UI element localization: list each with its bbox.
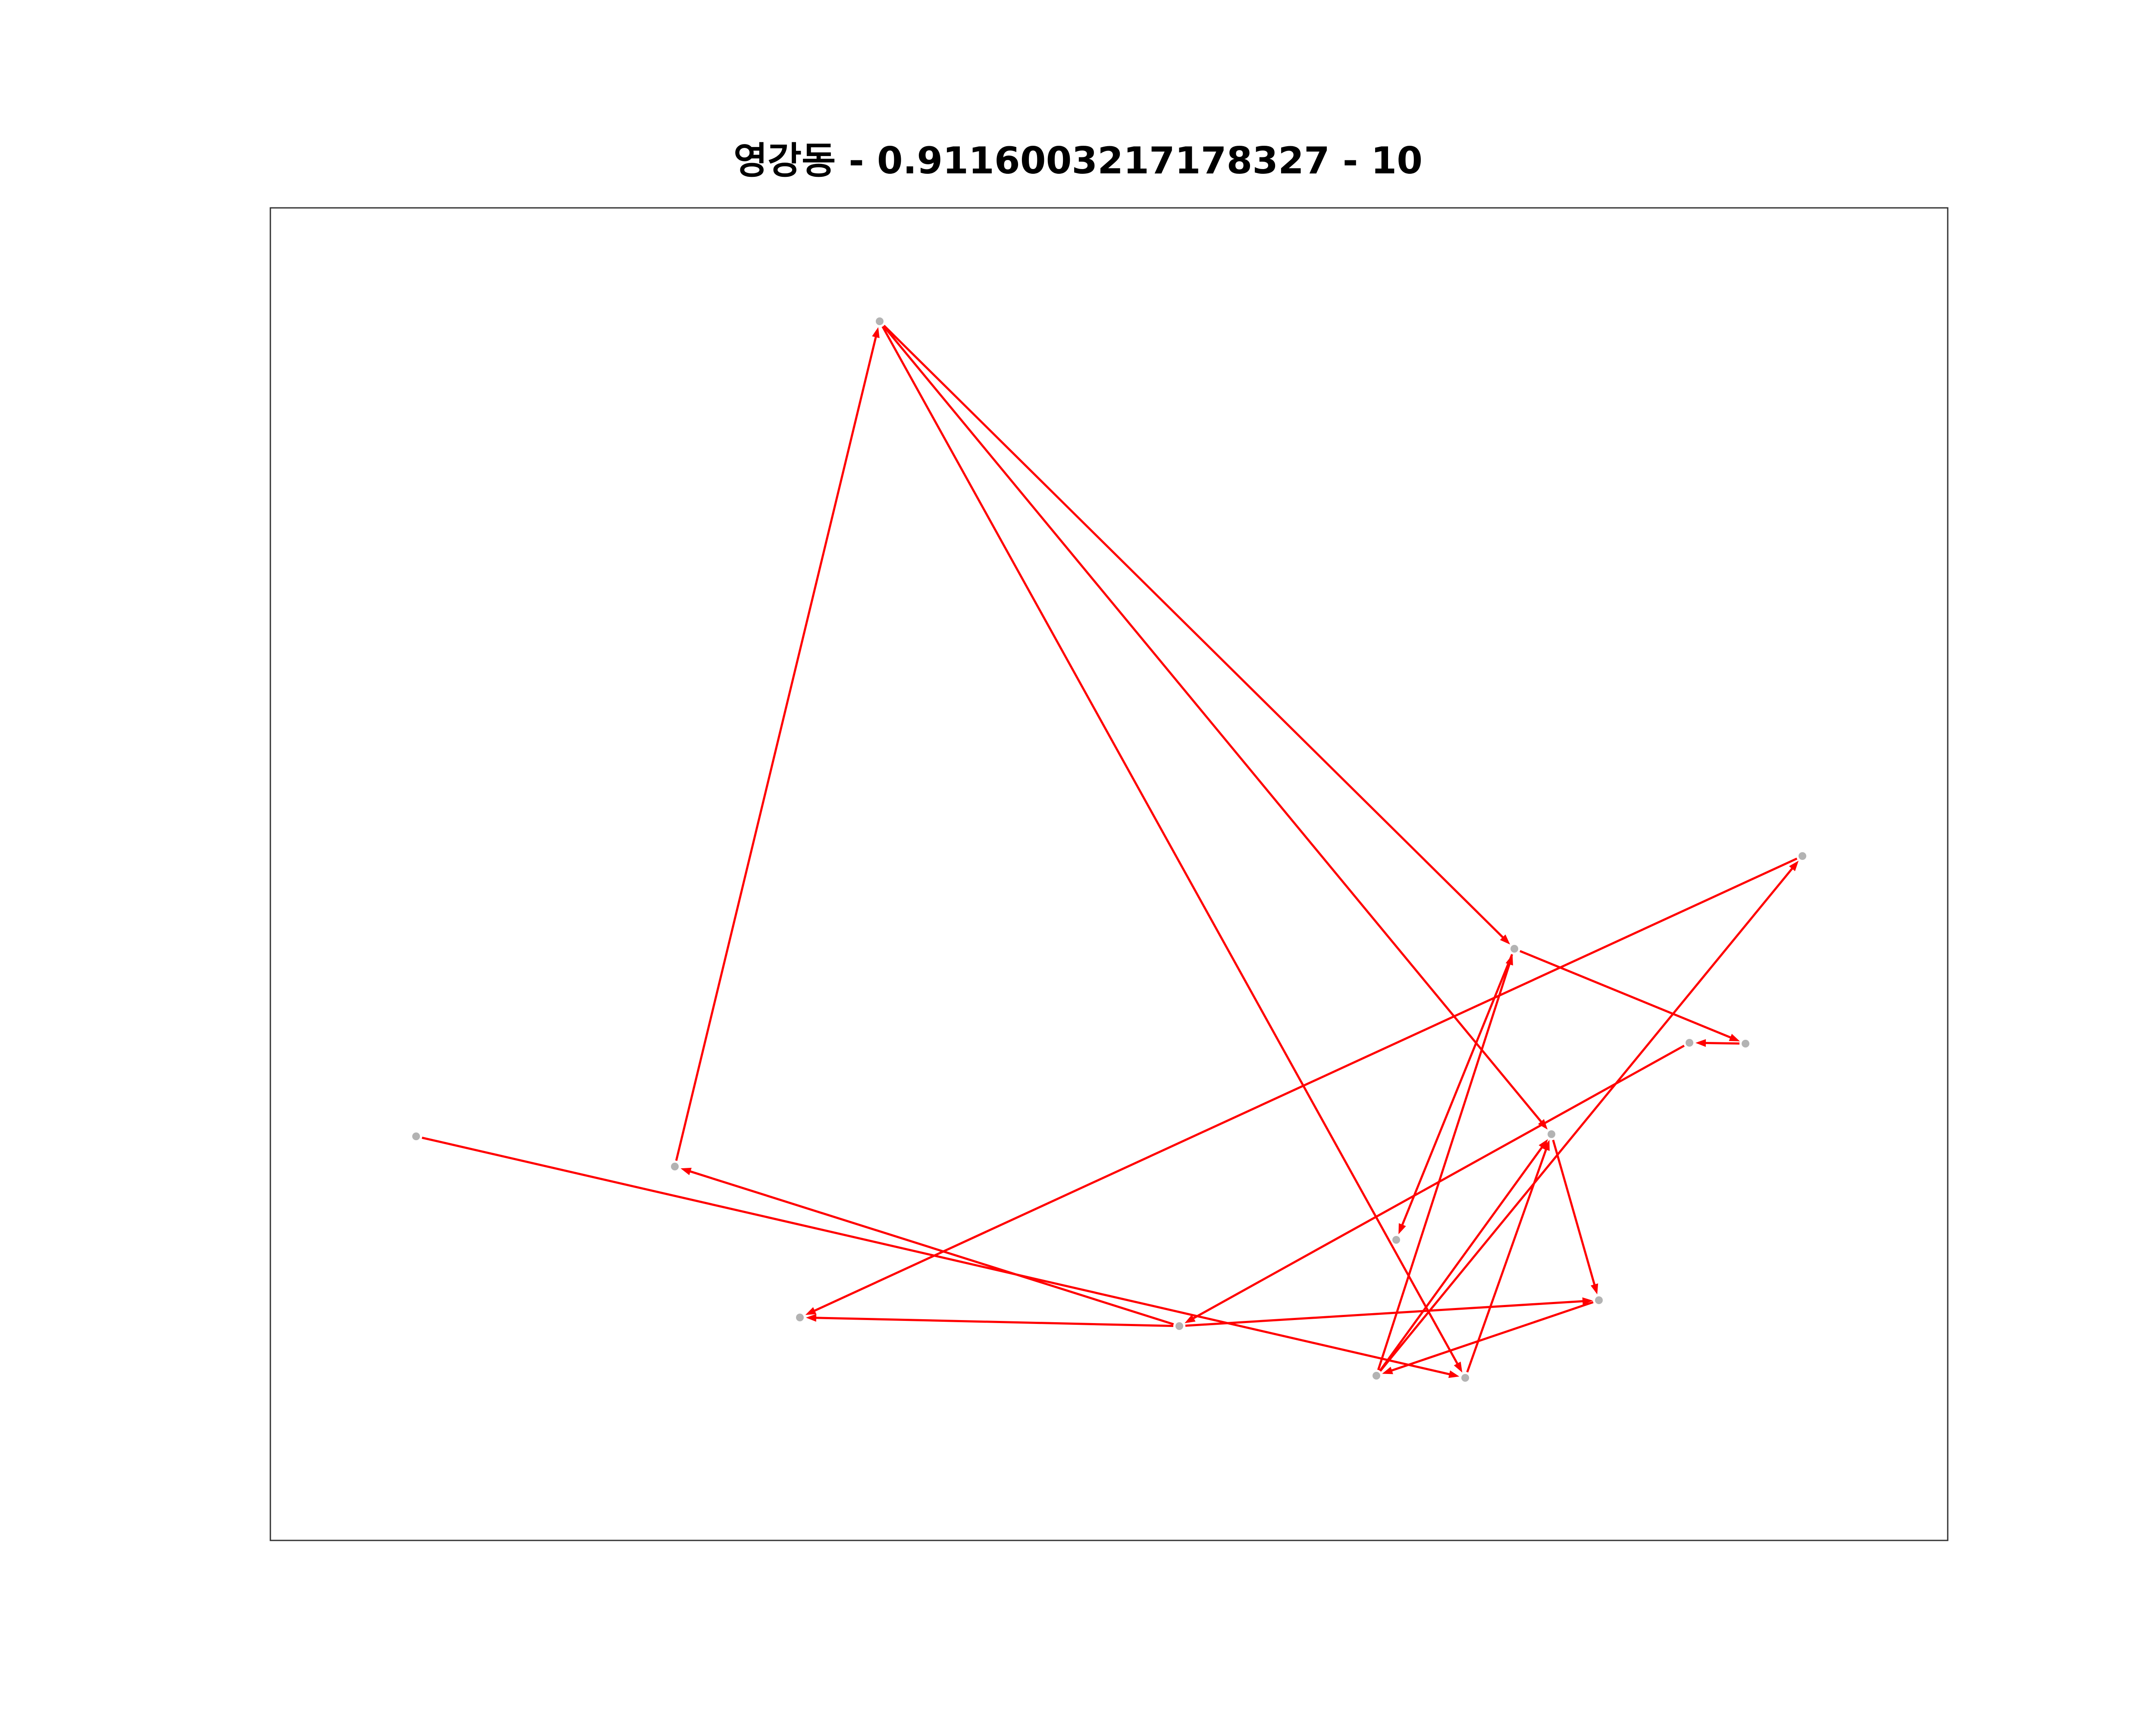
arrowhead — [1542, 1140, 1550, 1151]
edges-layer — [422, 325, 1799, 1378]
edge-n12-n11 — [805, 1314, 1174, 1327]
edge-line — [1377, 960, 1512, 1371]
edge-n7-n14 — [422, 1136, 1460, 1378]
edge-n1-n6 — [882, 325, 1548, 1130]
edge-line — [1520, 950, 1735, 1040]
edge-line — [1185, 1300, 1587, 1327]
edge-n3-n11 — [805, 857, 1798, 1315]
graph-node-n4 — [1686, 1039, 1693, 1047]
edge-n1-n14 — [881, 326, 1463, 1373]
graph-node-n7 — [412, 1132, 420, 1140]
edge-n5-n4 — [1695, 1039, 1740, 1047]
graph-node-n10 — [1595, 1296, 1603, 1304]
edge-line — [1400, 954, 1514, 1229]
graph-node-n8 — [671, 1163, 679, 1170]
graph-node-n3 — [1799, 852, 1806, 860]
edge-n12-n8 — [680, 1167, 1174, 1326]
edge-n4-n12 — [1185, 1044, 1685, 1324]
edge-line — [883, 325, 1507, 941]
edge-n12-n10 — [1185, 1297, 1593, 1327]
edge-n10-n13 — [1382, 1301, 1594, 1374]
graph-node-n2 — [1510, 945, 1518, 953]
edge-line — [686, 1169, 1174, 1326]
arrowhead — [1789, 860, 1799, 872]
edge-line — [1379, 1143, 1545, 1372]
edge-line — [422, 1136, 1454, 1377]
graph-node-n11 — [796, 1314, 804, 1321]
graph-node-n13 — [1373, 1372, 1380, 1380]
edge-n1-n2 — [883, 325, 1510, 945]
edge-n13-n3 — [1379, 860, 1799, 1372]
graph-node-n1 — [876, 317, 884, 325]
graph-node-n12 — [1175, 1322, 1183, 1330]
arrowhead — [1382, 1367, 1393, 1374]
edge-line — [1552, 1139, 1597, 1289]
arrowhead — [1582, 1297, 1593, 1305]
arrowhead — [1590, 1283, 1598, 1295]
edge-line — [881, 326, 1460, 1368]
graph-node-n9 — [1392, 1236, 1400, 1244]
edge-n13-n6 — [1379, 1139, 1548, 1372]
arrowhead — [1454, 1361, 1463, 1373]
arrowhead — [680, 1167, 692, 1176]
arrowhead — [1500, 934, 1510, 945]
arrowhead — [1695, 1039, 1706, 1047]
edge-n14-n6 — [1466, 1140, 1550, 1373]
arrowhead — [805, 1307, 817, 1315]
arrowhead — [1729, 1034, 1740, 1041]
arrowhead — [1448, 1370, 1460, 1378]
arrowhead — [805, 1314, 817, 1322]
arrowhead — [872, 327, 880, 339]
edge-line — [812, 1317, 1174, 1327]
graph-node-n6 — [1548, 1130, 1555, 1138]
edge-n6-n10 — [1552, 1139, 1598, 1295]
edge-line — [675, 333, 878, 1161]
edge-line — [1388, 1301, 1594, 1373]
nodes-layer — [412, 317, 1806, 1382]
edge-line — [882, 325, 1545, 1126]
page-title: 영강동 - 0.9116003217178327 - 10 — [733, 139, 1423, 182]
edge-n2-n9 — [1398, 954, 1514, 1235]
edge-line — [1379, 865, 1796, 1372]
edge-line — [810, 857, 1798, 1314]
graph-node-n14 — [1461, 1374, 1469, 1382]
plot-frame — [270, 207, 1949, 1541]
arrowhead — [1398, 1223, 1406, 1235]
edge-n2-n5 — [1520, 950, 1740, 1041]
edge-n8-n1 — [675, 327, 880, 1161]
edge-line — [1466, 1145, 1548, 1373]
arrowhead — [1185, 1314, 1196, 1324]
graph-node-n5 — [1742, 1040, 1749, 1048]
edge-line — [1189, 1044, 1685, 1321]
